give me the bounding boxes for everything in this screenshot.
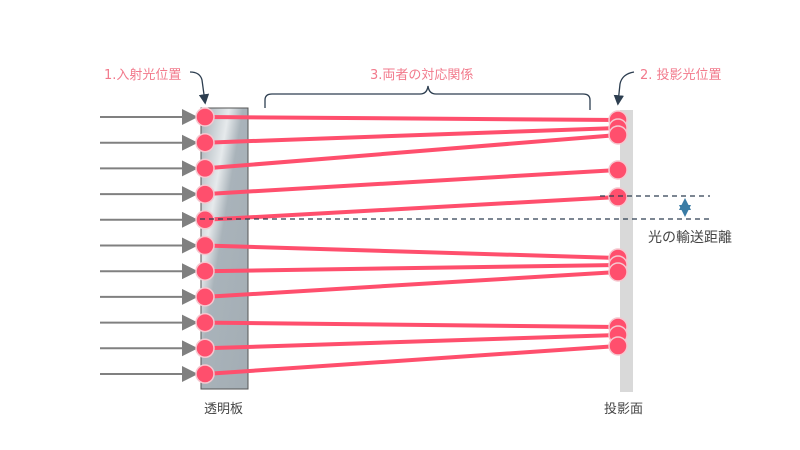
light-beam — [204, 320, 619, 329]
projected-point — [608, 336, 628, 356]
label-correspondence: 3.両者の対応関係 — [370, 68, 474, 83]
label-projection-screen: 投影面 — [604, 402, 644, 417]
label-transparent-plate: 透明板 — [204, 402, 244, 417]
incident-point — [195, 261, 215, 281]
light-beam — [204, 195, 619, 222]
incident-point — [195, 338, 215, 359]
projected-pointer-arrow — [613, 71, 635, 106]
light-beam — [204, 333, 619, 351]
label-transport-distance: 光の輸送距離 — [648, 230, 732, 246]
incident-point — [195, 158, 215, 179]
incident-point — [195, 107, 215, 127]
projected-point — [608, 187, 628, 207]
incident-point — [195, 184, 215, 204]
light-beam — [204, 133, 619, 171]
incident-point — [195, 364, 215, 384]
label-incident-position: 1.入射光位置 — [104, 68, 182, 83]
label-projected-position: 2. 投影光位置 — [640, 68, 722, 83]
incident-point — [195, 132, 215, 153]
incident-point — [195, 210, 215, 230]
projected-point — [608, 160, 628, 180]
light-beam — [204, 270, 619, 299]
light-beam — [204, 243, 619, 260]
light-beam — [204, 115, 619, 122]
light-beam — [204, 126, 619, 145]
incident-pointer-arrow — [189, 71, 210, 105]
correspondence-bracket — [264, 85, 591, 110]
incident-point — [195, 312, 215, 333]
light-beam — [204, 344, 619, 376]
projected-point — [608, 125, 628, 145]
light-beam — [204, 263, 619, 274]
incident-point — [195, 287, 215, 307]
projected-point — [608, 262, 628, 282]
light-beam — [204, 168, 619, 197]
incident-point — [195, 235, 215, 256]
